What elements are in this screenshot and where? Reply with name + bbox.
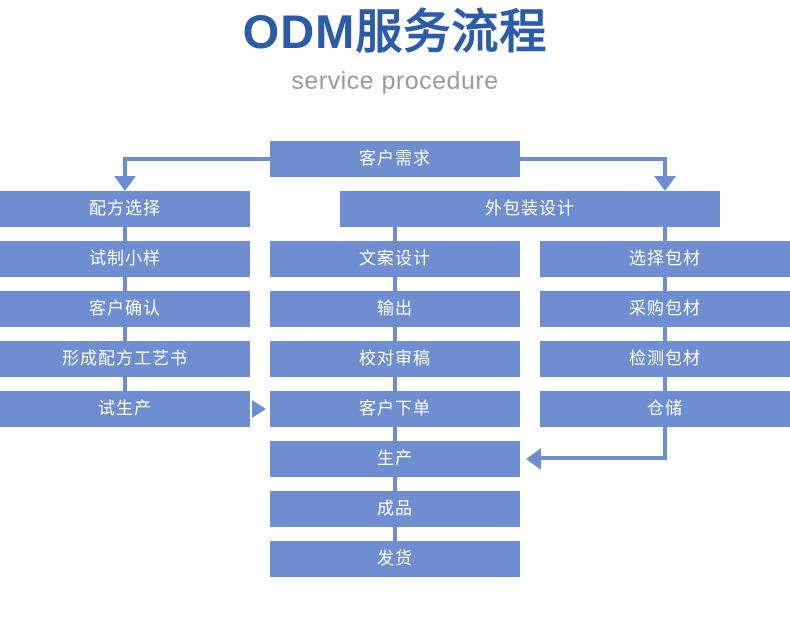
connector-design-branch-mid xyxy=(393,226,397,242)
connector-top-split-right xyxy=(518,157,667,161)
node-copywriting-design[interactable]: 文案设计 xyxy=(270,241,520,277)
node-output[interactable]: 输出 xyxy=(270,291,520,327)
arrow-trial-to-order xyxy=(252,400,266,418)
connector-design-4 xyxy=(393,426,397,442)
connector-design-2 xyxy=(393,326,397,342)
connector-top-split-left xyxy=(123,157,272,161)
connector-design-1 xyxy=(393,276,397,292)
node-package-design[interactable]: 外包装设计 xyxy=(340,191,720,227)
node-trial-sample[interactable]: 试制小样 xyxy=(0,241,250,277)
connector-packaging-1 xyxy=(663,276,667,292)
connector-formula-3 xyxy=(123,326,127,342)
node-customer-confirm[interactable]: 客户确认 xyxy=(0,291,250,327)
connector-formula-4 xyxy=(123,376,127,392)
page-title: ODM服务流程 xyxy=(242,5,548,58)
connector-packaging-3 xyxy=(663,376,667,392)
connector-formula-2 xyxy=(123,276,127,292)
node-production[interactable]: 生产 xyxy=(270,441,520,477)
node-select-packaging[interactable]: 选择包材 xyxy=(540,241,790,277)
connector-design-branch-pack xyxy=(663,226,667,242)
connector-tail-2 xyxy=(393,526,397,542)
arrow-warehouse-to-production xyxy=(526,448,541,470)
node-formula-process-doc[interactable]: 形成配方工艺书 xyxy=(0,341,250,377)
connector-top-right-drop xyxy=(663,157,667,179)
node-proofreading[interactable]: 校对审稿 xyxy=(270,341,520,377)
node-inspect-packaging[interactable]: 检测包材 xyxy=(540,341,790,377)
node-shipment[interactable]: 发货 xyxy=(270,541,520,577)
connector-tail-1 xyxy=(393,476,397,492)
arrow-down-to-packaging xyxy=(654,176,676,191)
connector-top-left-drop xyxy=(123,157,127,179)
page-subtitle: service procedure xyxy=(291,67,499,95)
arrow-down-to-formula xyxy=(114,176,136,191)
node-warehousing[interactable]: 仓储 xyxy=(540,391,790,427)
node-customer-order[interactable]: 客户下单 xyxy=(270,391,520,427)
connector-design-3 xyxy=(393,376,397,392)
connector-warehouse-left xyxy=(540,456,667,460)
node-trial-production[interactable]: 试生产 xyxy=(0,391,250,427)
node-customer-requirement[interactable]: 客户需求 xyxy=(270,141,520,177)
connector-packaging-2 xyxy=(663,326,667,342)
node-finished-product[interactable]: 成品 xyxy=(270,491,520,527)
node-purchase-packaging[interactable]: 采购包材 xyxy=(540,291,790,327)
connector-warehouse-drop xyxy=(663,426,667,458)
page-header: ODM服务流程 service procedure xyxy=(0,0,790,96)
node-formula-selection[interactable]: 配方选择 xyxy=(0,191,250,227)
connector-formula-1 xyxy=(123,226,127,242)
